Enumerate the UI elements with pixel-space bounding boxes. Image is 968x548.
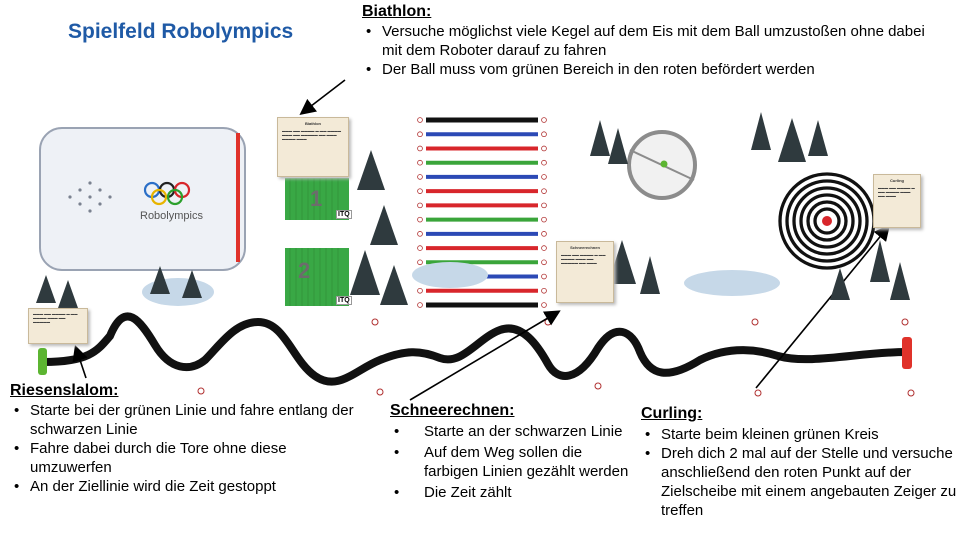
tree-icon [380, 265, 408, 305]
biathlon-item: Der Ball muss vom grünen Bereich in den … [362, 60, 942, 79]
tree-icon [36, 275, 56, 303]
schneerechnen-item: Auf dem Weg sollen die farbigen Linien g… [390, 443, 630, 481]
curling-item: Dreh dich 2 mal auf der Stelle und versu… [641, 444, 961, 520]
pond-middle [412, 262, 488, 288]
olympic-rings [143, 181, 191, 206]
gate-marker [541, 202, 547, 209]
schneerechnen-item: Starte an der schwarzen Linie [390, 422, 630, 441]
ice-rink [39, 127, 246, 271]
gate-marker [417, 202, 423, 209]
riesenslalom-title: Riesenslalom: [10, 382, 119, 399]
gate-marker [417, 231, 423, 237]
tree-icon [870, 240, 890, 282]
arrow-biathlon [299, 79, 346, 115]
gate-marker [541, 117, 547, 123]
tree-icon [182, 270, 202, 298]
start-green-line [38, 348, 47, 375]
lane-number-2: 2 [298, 258, 311, 283]
riesenslalom-item: Starte bei der grünen Linie und fahre en… [10, 401, 355, 439]
tree-icon [608, 128, 628, 164]
schneerechnen-title: Schneerechnen: [390, 402, 515, 419]
slalom-gates [197, 318, 915, 397]
itq-label-2: ITQ [336, 296, 352, 305]
curling-section: Curling: Starte beim kleinen grünen Krei… [641, 405, 961, 520]
black-line-track [40, 312, 910, 386]
tree-icon [370, 205, 398, 245]
pond-right [684, 270, 780, 296]
gate-marker [541, 174, 547, 180]
tree-icon [590, 120, 610, 156]
tree-icon [751, 112, 771, 150]
biathlon-item: Versuche möglichst viele Kegel auf dem E… [362, 22, 942, 60]
schnee-card: Schneerechnen ▬▬▬ ▬▬ ▬▬▬▬ ▬ ▬▬ ▬▬▬▬ ▬▬▬ … [556, 241, 614, 303]
arrow-riesenslalom [72, 344, 88, 379]
gate-marker [417, 188, 423, 194]
curling-green-dot [660, 160, 668, 168]
gate-marker [541, 287, 547, 294]
curling-item: Starte beim kleinen grünen Kreis [641, 425, 961, 444]
tree-icon [350, 250, 380, 295]
curling-target [778, 172, 876, 270]
gate-marker [541, 245, 547, 251]
itq-label-1: ITQ [336, 210, 352, 219]
gate-marker [417, 259, 423, 266]
curling-title: Curling: [641, 405, 703, 422]
schneerechnen-item: Die Zeit zählt [390, 483, 630, 502]
riesenslalom-item: An der Ziellinie wird die Zeit gestoppt [10, 477, 355, 496]
gate-marker [541, 188, 547, 194]
gate-marker [417, 145, 423, 152]
curling-card: Curling ▬▬▬ ▬▬ ▬▬▬▬ ▬ ▬▬ ▬▬▬▬ ▬▬▬ ▬▬ ▬▬▬ [873, 174, 921, 228]
schnee-lines [417, 117, 547, 308]
card-title: Curling [890, 178, 904, 183]
gate-marker [541, 145, 547, 152]
arrow-curling [755, 224, 891, 389]
gate-marker [541, 216, 547, 223]
gate-marker [417, 131, 423, 138]
biathlon-title: Biathlon: [362, 3, 432, 20]
gate-marker [541, 273, 547, 280]
gate-marker [417, 216, 423, 223]
gate-marker [541, 159, 547, 166]
tree-icon [150, 266, 170, 294]
target-red-dot [822, 216, 832, 226]
lane-number-1: 1 [310, 186, 323, 211]
gate-marker [417, 287, 423, 294]
card-title: Schneerechnen [570, 245, 600, 250]
riesenslalom-item: Fahre dabei durch die Tore ohne diese um… [10, 439, 355, 477]
slalom-card: ▬▬▬ ▬▬ ▬▬▬▬ ▬ ▬▬ ▬▬▬▬ ▬▬▬ ▬▬ ▬▬▬▬▬ [28, 308, 88, 344]
gate-marker [541, 302, 547, 308]
arrow-schneerechnen [409, 310, 561, 401]
tree-icon [808, 120, 828, 156]
tree-icon [58, 280, 78, 308]
card-title: Biathlon [305, 121, 321, 126]
gate-marker [541, 131, 547, 138]
biathlon-section: Biathlon: Versuche möglichst viele Kegel… [362, 3, 942, 79]
tree-icon [830, 268, 850, 300]
tree-icon [778, 118, 806, 162]
gate-marker [541, 231, 547, 237]
gate-marker [417, 302, 423, 308]
tree-icon [890, 262, 910, 300]
pin-dots [68, 181, 112, 213]
gate-marker [417, 117, 423, 123]
biathlon-card: Biathlon ▬▬▬ ▬▬ ▬▬▬▬ ▬ ▬▬ ▬▬▬▬ ▬▬▬ ▬▬ ▬▬… [277, 117, 349, 177]
finish-red-line [902, 337, 912, 369]
riesenslalom-section: Riesenslalom: Starte bei der grünen Lini… [10, 382, 355, 496]
rink-logo-text: Robolympics [140, 210, 203, 222]
tree-icon [357, 150, 385, 190]
gate-marker [541, 259, 547, 266]
gate-marker [417, 159, 423, 166]
gate-marker [417, 174, 423, 180]
tree-icon [640, 256, 660, 294]
schneerechnen-section: Schneerechnen: Starte an der schwarzen L… [390, 402, 630, 502]
gate-marker [417, 245, 423, 251]
page-title: Spielfeld Robolympics [68, 20, 294, 43]
